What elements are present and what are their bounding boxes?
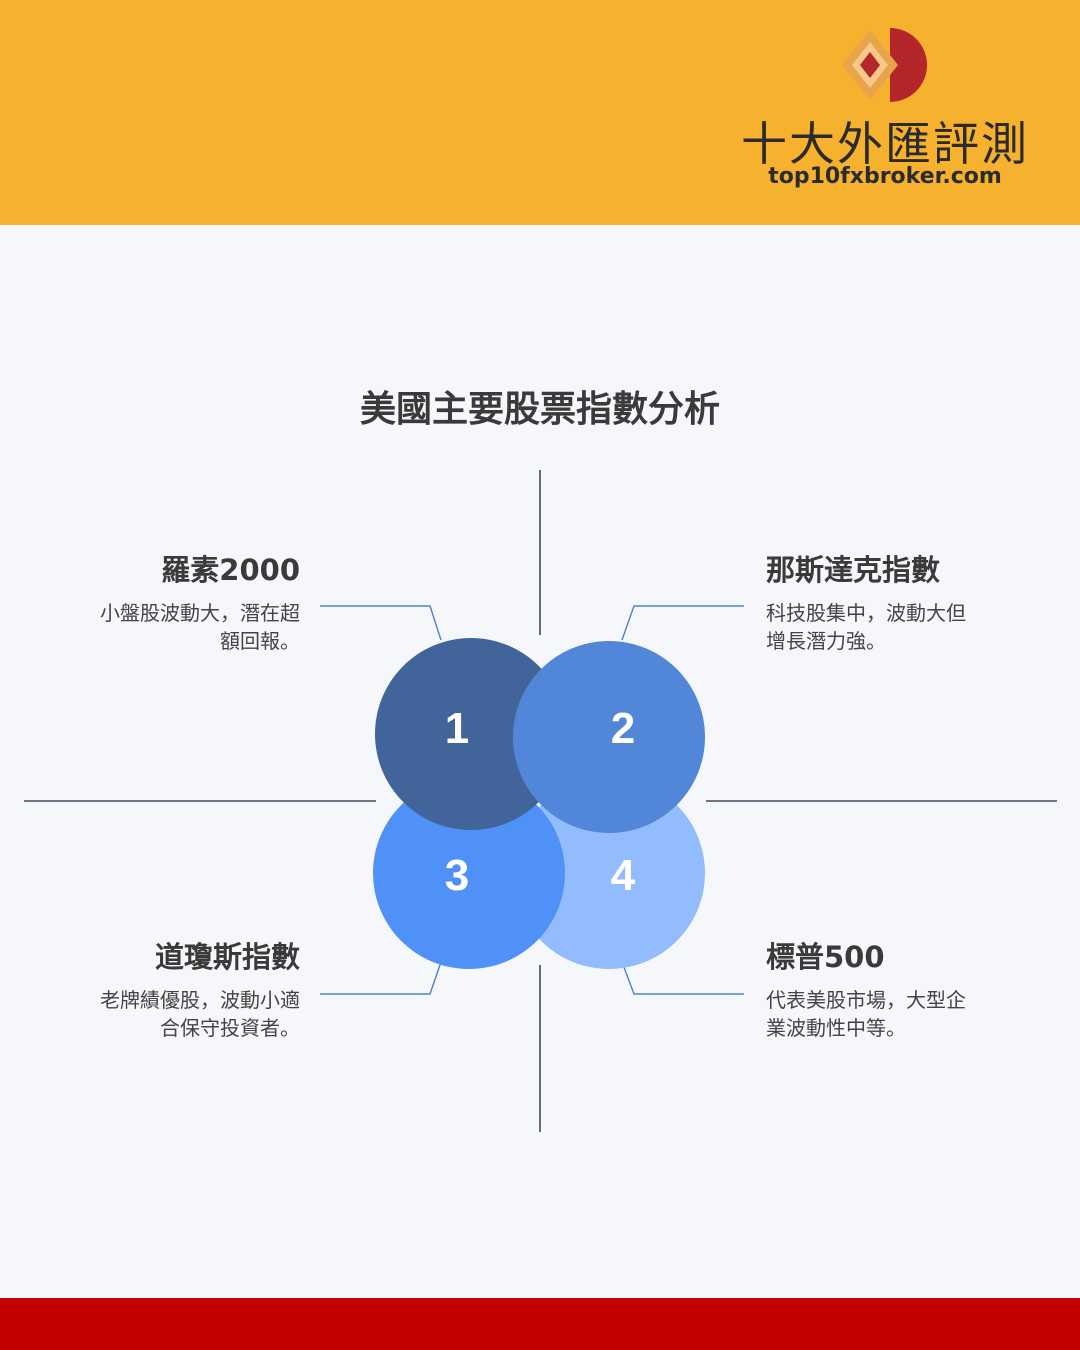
- circle-2: [513, 641, 705, 833]
- index-description: 小盤股波動大，潛在超 額回報。: [100, 601, 300, 653]
- connector-1: [320, 605, 442, 641]
- index-name: 那斯達克指數: [766, 553, 941, 587]
- circle-number-4: 4: [611, 851, 636, 900]
- circle-number-1: 1: [445, 704, 469, 753]
- circle-3: [373, 777, 565, 969]
- index-name: 道瓊斯指數: [154, 940, 300, 974]
- index-block-russell: 羅素2000 小盤股波動大，潛在超 額回報。: [40, 551, 300, 655]
- index-name: 標普500: [766, 940, 885, 974]
- circle-number-2: 2: [611, 704, 635, 753]
- index-description: 科技股集中，波動大但 增長潛力強。: [766, 601, 966, 653]
- circle-4: [513, 777, 705, 969]
- connector-3: [320, 961, 442, 995]
- index-block-dow: 道瓊斯指數 老牌績優股，波動小適 合保守投資者。: [40, 938, 300, 1042]
- brand-name: 十大外匯評測: [741, 117, 1029, 171]
- brand-logo-icon: [842, 27, 928, 102]
- page-title: 美國主要股票指數分析: [359, 389, 720, 430]
- footer-bar: [0, 1298, 1080, 1350]
- circle-number-3: 3: [445, 851, 469, 900]
- connector-4: [621, 961, 744, 995]
- index-name: 羅素2000: [161, 553, 300, 587]
- connector-2: [621, 605, 744, 641]
- index-description: 老牌績優股，波動小適 合保守投資者。: [100, 988, 300, 1040]
- index-block-sp500: 標普500 代表美股市場，大型企 業波動性中等。: [766, 938, 1026, 1042]
- index-block-nasdaq: 那斯達克指數 科技股集中，波動大但 增長潛力強。: [766, 551, 1026, 655]
- brand-url: top10fxbroker.com: [768, 164, 1002, 189]
- circle-1: [375, 638, 567, 830]
- header-banner: 十大外匯評測 top10fxbroker.com: [0, 0, 1080, 225]
- index-description: 代表美股市場，大型企 業波動性中等。: [766, 988, 966, 1040]
